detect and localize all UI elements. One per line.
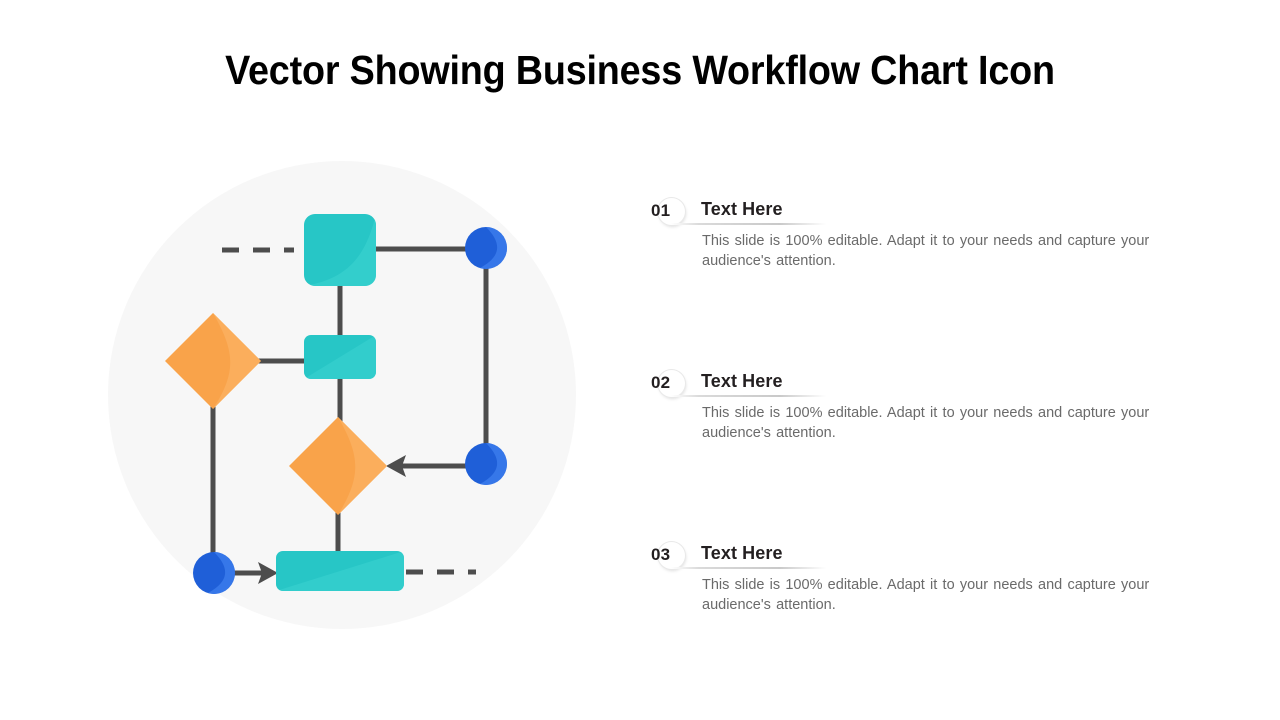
node-circle-blue-bottom-left bbox=[193, 552, 235, 594]
item-heading-03: Text Here bbox=[701, 543, 783, 563]
item-body-01: This slide is 100% editable. Adapt it to… bbox=[702, 233, 1150, 269]
content-item-01: 01 Text Here This slide is 100% editable… bbox=[651, 196, 1171, 368]
arrowhead-left bbox=[386, 455, 406, 477]
heading-underline-02 bbox=[671, 395, 826, 397]
item-heading-02: Text Here bbox=[701, 371, 783, 391]
node-circle-blue-middle-right bbox=[465, 443, 507, 485]
arrowhead-right bbox=[258, 562, 278, 584]
number-badge-circle-02 bbox=[658, 370, 685, 397]
item-number-02: 02 bbox=[651, 373, 671, 392]
item-body-02: This slide is 100% editable. Adapt it to… bbox=[702, 405, 1150, 441]
page-title: Vector Showing Business Workflow Chart I… bbox=[225, 47, 1055, 93]
node-rect-teal-bottom bbox=[276, 551, 404, 591]
arrowheads bbox=[258, 455, 406, 584]
workflow-illustration bbox=[98, 161, 588, 629]
content-item-02: 02 Text Here This slide is 100% editable… bbox=[651, 368, 1171, 540]
item-number-03: 03 bbox=[651, 545, 671, 564]
item-heading-01: Text Here bbox=[701, 199, 783, 219]
item-head-02: 02 Text Here bbox=[651, 368, 1171, 398]
item-head-01: 01 Text Here bbox=[651, 196, 1171, 226]
content-list: 01 Text Here This slide is 100% editable… bbox=[651, 196, 1171, 712]
node-rect-teal-middle bbox=[304, 335, 376, 379]
heading-underline-01 bbox=[671, 223, 826, 225]
node-circle-blue-top-right bbox=[465, 227, 507, 269]
number-badge-circle-03 bbox=[658, 542, 685, 569]
item-head-03: 03 Text Here bbox=[651, 540, 1171, 570]
item-number-01: 01 bbox=[651, 201, 671, 220]
number-badge-circle-01 bbox=[658, 198, 685, 225]
node-square-teal-top bbox=[304, 214, 376, 286]
heading-underline-03 bbox=[671, 567, 826, 569]
content-item-03: 03 Text Here This slide is 100% editable… bbox=[651, 540, 1171, 712]
connectors bbox=[210, 246, 489, 576]
item-body-03: This slide is 100% editable. Adapt it to… bbox=[702, 577, 1150, 613]
